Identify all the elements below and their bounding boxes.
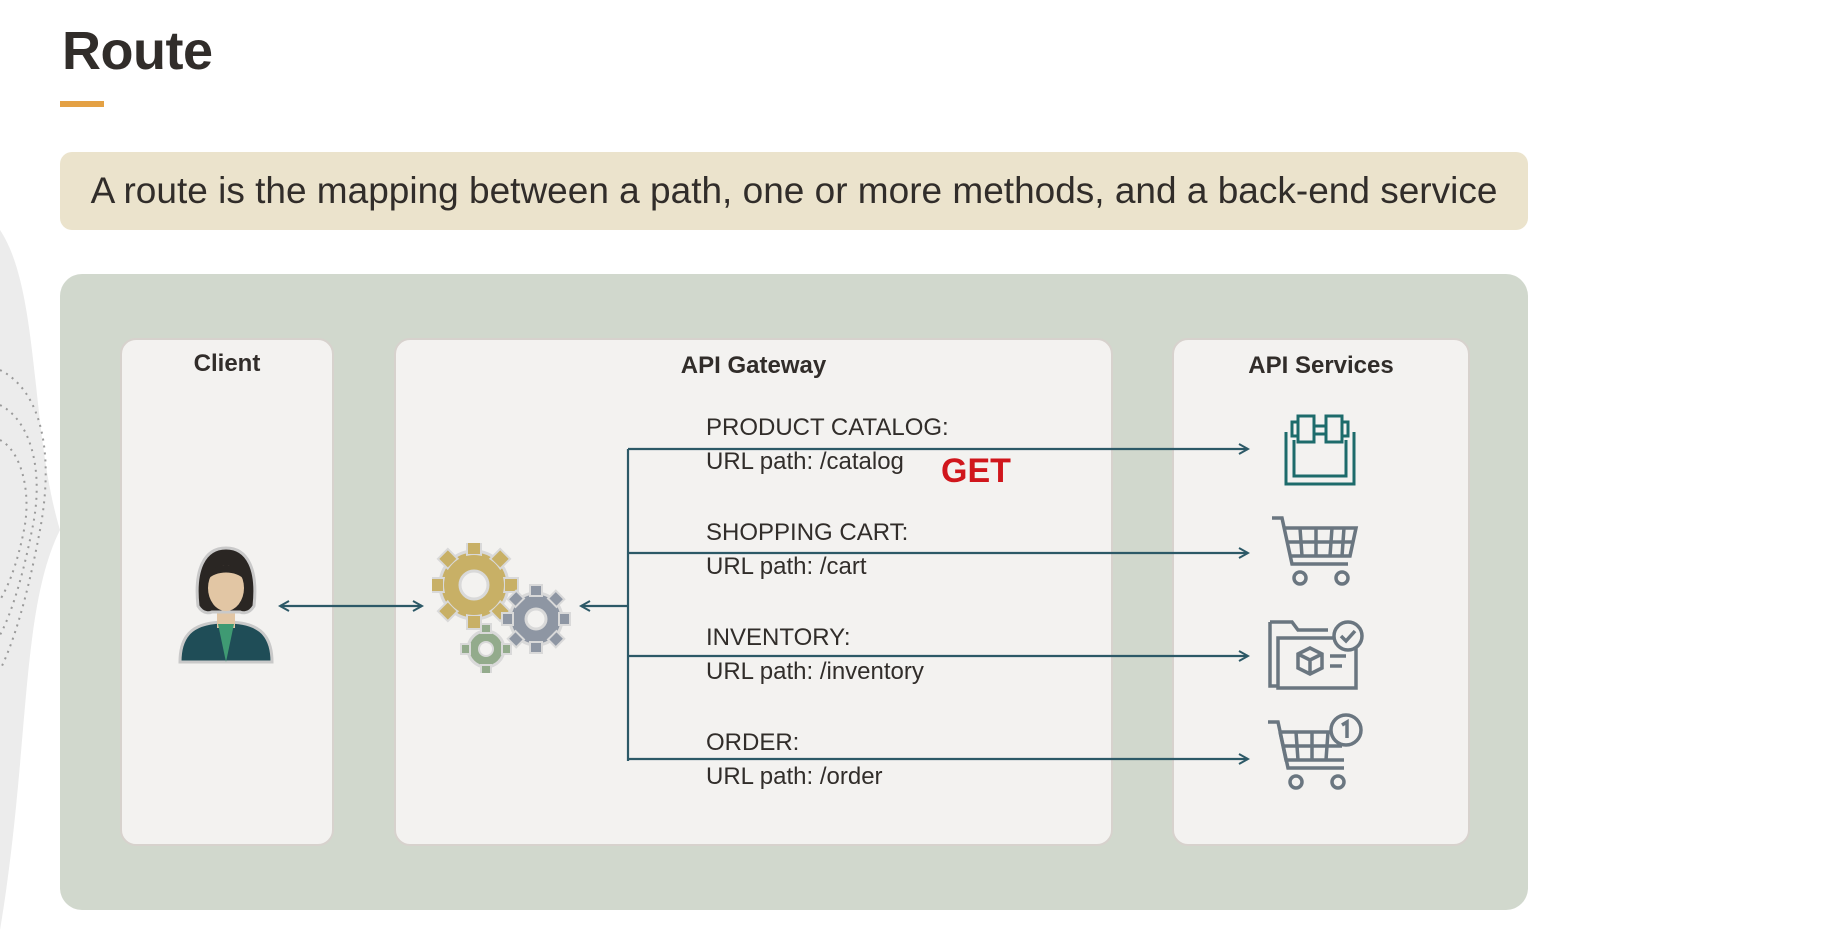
route-order-name: ORDER:: [706, 729, 800, 756]
route-catalog-name: PRODUCT CATALOG:: [706, 414, 949, 441]
page-title: Route: [62, 21, 213, 81]
decorative-edge-pattern: [0, 230, 60, 930]
title-accent-underline: [60, 101, 104, 107]
route-order-label: ORDER: URL path: /order: [706, 726, 883, 794]
user-icon: [178, 546, 274, 664]
route-catalog-label: PRODUCT CATALOG: URL path: /catalog: [706, 411, 949, 479]
route-inventory-label: INVENTORY: URL path: /inventory: [706, 621, 924, 689]
route-cart-name: SHOPPING CART:: [706, 519, 909, 546]
client-panel-title: Client: [193, 350, 261, 377]
route-inventory-path: URL path: /inventory: [706, 658, 924, 685]
gears-icon: [432, 543, 571, 673]
http-method-label: GET: [941, 452, 1011, 490]
api-gateway-panel-title: API Gateway: [680, 352, 827, 379]
route-order-path: URL path: /order: [706, 763, 883, 790]
definition-banner: A route is the mapping between a path, o…: [60, 152, 1528, 230]
route-inventory-name: INVENTORY:: [706, 624, 851, 651]
route-cart-label: SHOPPING CART: URL path: /cart: [706, 516, 908, 584]
definition-text: A route is the mapping between a path, o…: [90, 170, 1498, 211]
route-cart-path: URL path: /cart: [706, 553, 867, 580]
order-cart-icon: [1268, 713, 1363, 790]
shopping-cart-icon: [1272, 516, 1359, 586]
route-catalog-path: URL path: /catalog: [706, 448, 904, 475]
catalog-icon: [1284, 414, 1356, 486]
inventory-icon: [1268, 620, 1364, 690]
api-services-panel-title: API Services: [1248, 352, 1394, 379]
